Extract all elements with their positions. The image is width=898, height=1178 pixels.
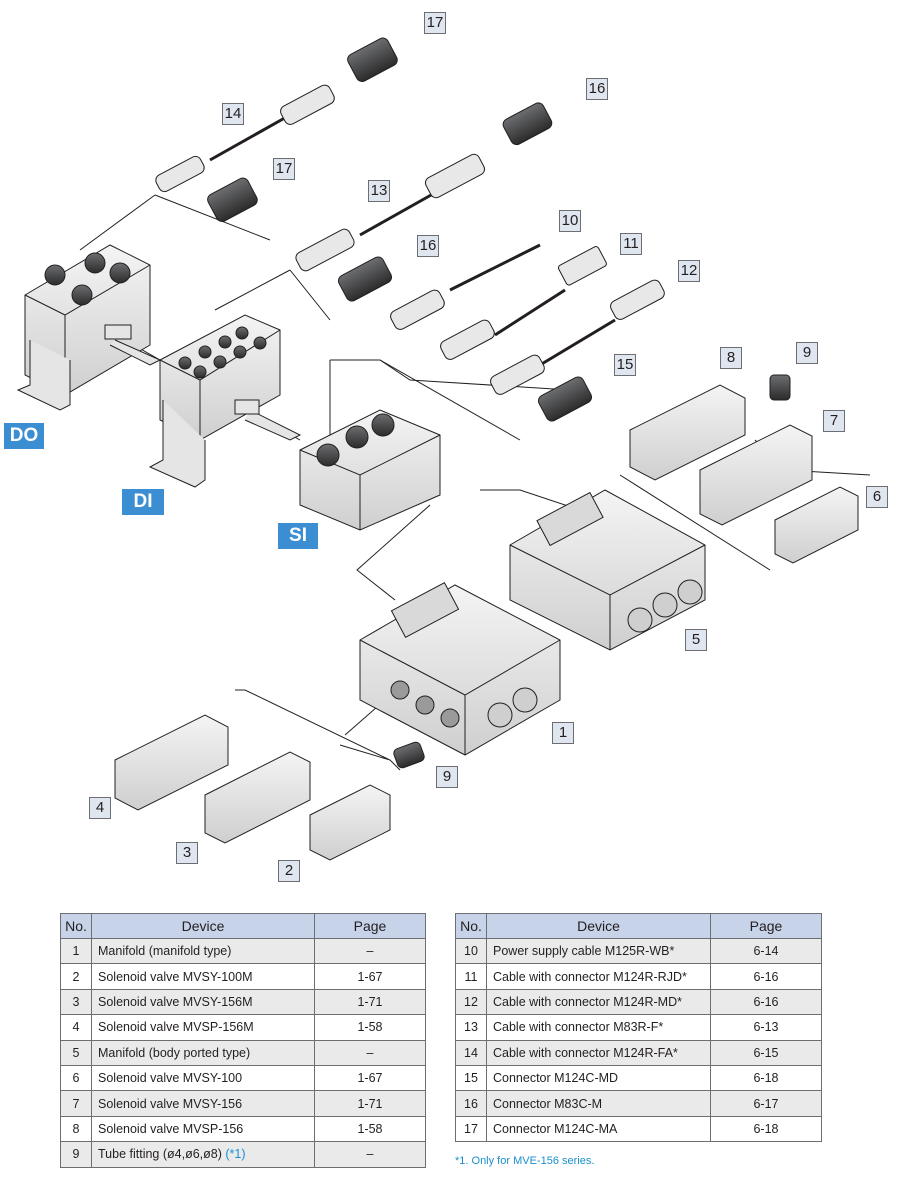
exploded-view-diagram — [16, 37, 871, 861]
di-module — [148, 314, 302, 488]
col-no: No. — [60, 913, 92, 939]
callout-1: 1 — [552, 722, 574, 744]
callout-16-top: 16 — [586, 78, 608, 100]
callout-16: 16 — [417, 235, 439, 257]
callout-5: 5 — [685, 629, 707, 651]
callout-10: 10 — [559, 210, 581, 232]
si-label: SI — [278, 523, 318, 549]
callout-14: 14 — [222, 103, 244, 125]
col-device: Device — [91, 913, 315, 939]
do-module — [16, 244, 162, 411]
cables — [155, 37, 665, 422]
callout-11: 11 — [620, 233, 642, 255]
col-device: Device — [486, 913, 711, 939]
callout-6: 6 — [866, 486, 888, 508]
callout-3: 3 — [176, 842, 198, 864]
callout-17-top: 17 — [424, 12, 446, 34]
callout-9: 9 — [436, 766, 458, 788]
callout-4: 4 — [89, 797, 111, 819]
callout-17: 17 — [273, 158, 295, 180]
callout-7: 7 — [823, 410, 845, 432]
col-no: No. — [455, 913, 487, 939]
footnote: *1. Only for MVE-156 series. — [455, 1155, 595, 1167]
do-label: DO — [4, 423, 44, 449]
col-page: Page — [314, 913, 426, 939]
valves-lower — [114, 714, 425, 861]
col-page: Page — [710, 913, 822, 939]
callout-9-top: 9 — [796, 342, 818, 364]
valves-upper — [629, 374, 859, 564]
callout-15: 15 — [614, 354, 636, 376]
device-text: Tube fitting (ø4,ø6,ø8) — [98, 1147, 222, 1162]
di-label: DI — [122, 489, 164, 515]
manifold-type-1 — [359, 581, 561, 756]
callout-13: 13 — [368, 180, 390, 202]
manifold-body-ported-5 — [509, 489, 706, 651]
callout-8: 8 — [720, 347, 742, 369]
callout-2: 2 — [278, 860, 300, 882]
note-ref: (*1) — [225, 1147, 246, 1162]
callout-12: 12 — [678, 260, 700, 282]
si-module — [299, 409, 441, 531]
